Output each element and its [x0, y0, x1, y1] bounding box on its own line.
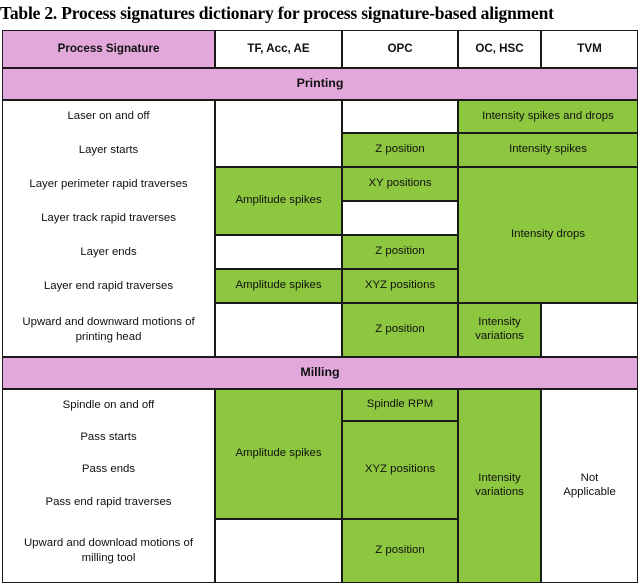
cell-printing-opc-z-position-layerends: Z position	[342, 235, 458, 269]
row-label-pass-end-rapid-traverses: Pass end rapid traverses	[45, 496, 172, 509]
cell-printing-tvm-empty-upward	[541, 303, 638, 357]
column-header-tvm: TVM	[541, 30, 638, 68]
cell-printing-tf-empty-upward	[215, 303, 342, 357]
row-label-upward-download-milling-tool: Upward and download motions of milling t…	[2, 519, 215, 583]
cell-text-line-1: Not	[580, 472, 599, 485]
printing-signature-label-column	[2, 100, 215, 357]
cell-milling-opc-xyz-positions: XYZ positions	[342, 421, 458, 519]
milling-signature-label-column	[2, 389, 215, 583]
section-banner-milling: Milling	[2, 357, 638, 389]
process-signatures-table: Process Signature TF, Acc, AE OPC OC, HS…	[2, 30, 638, 583]
cell-text-line-2: Applicable	[563, 486, 616, 498]
section-banner-printing: Printing	[2, 68, 638, 100]
cell-milling-tvm-not-applicable: Not Applicable	[541, 389, 638, 583]
cell-text-line-2: variations	[475, 330, 524, 342]
column-header-opc: OPC	[342, 30, 458, 68]
column-header-oc-hsc: OC, HSC	[458, 30, 541, 68]
cell-printing-intensity-drops: Intensity drops	[458, 167, 638, 303]
cell-printing-tf-empty-laser-layerstarts	[215, 100, 342, 167]
row-label-line-2: printing head	[75, 331, 142, 343]
cell-printing-intensity-spikes-and-drops: Intensity spikes and drops	[458, 100, 638, 133]
cell-printing-opc-xyz-positions: XYZ positions	[342, 269, 458, 303]
row-label-layer-track-rapid-traverses: Layer track rapid traverses	[41, 211, 176, 224]
cell-milling-tf-empty-upward	[215, 519, 342, 583]
row-label-pass-ends: Pass ends	[81, 463, 136, 476]
row-label-laser-on-and-off: Laser on and off	[67, 110, 150, 123]
cell-printing-tf-amplitude-spikes-2: Amplitude spikes	[215, 269, 342, 303]
cell-milling-opc-z-position: Z position	[342, 519, 458, 583]
cell-milling-opc-spindle-rpm: Spindle RPM	[342, 389, 458, 421]
cell-printing-ochsc-intensity-variations: Intensity variations	[458, 303, 541, 357]
cell-printing-intensity-spikes: Intensity spikes	[458, 133, 638, 167]
figure-caption: Table 2. Process signatures dictionary f…	[0, 3, 554, 23]
row-label-line-2: milling tool	[81, 552, 136, 564]
row-label-pass-starts: Pass starts	[80, 430, 137, 443]
cell-printing-opc-z-position-upward: Z position	[342, 303, 458, 357]
cell-printing-opc-xy-positions: XY positions	[342, 167, 458, 201]
row-label-spindle-on-and-off: Spindle on and off	[62, 398, 155, 411]
cell-text-line-2: variations	[475, 486, 524, 498]
row-label-line-1: Upward and downward motions of	[22, 316, 195, 329]
cell-milling-ochsc-intensity-variations: Intensity variations	[458, 389, 541, 583]
cell-printing-opc-empty-layer-track	[342, 201, 458, 235]
cell-printing-tf-empty-layer-ends	[215, 235, 342, 269]
cell-printing-opc-z-position-layerstarts: Z position	[342, 133, 458, 167]
row-label-layer-perimeter-rapid-traverses: Layer perimeter rapid traverses	[29, 177, 188, 190]
row-label-upward-downward-printing-head: Upward and downward motions of printing …	[2, 303, 215, 357]
row-label-layer-end-rapid-traverses: Layer end rapid traverses	[43, 279, 174, 292]
column-header-process-signature: Process Signature	[2, 30, 215, 68]
cell-printing-tf-amplitude-spikes-1: Amplitude spikes	[215, 167, 342, 235]
cell-text-line-1: Intensity	[478, 316, 521, 329]
column-header-tf-acc-ae: TF, Acc, AE	[215, 30, 342, 68]
cell-milling-tf-amplitude-spikes: Amplitude spikes	[215, 389, 342, 519]
row-label-line-1: Upward and download motions of	[23, 537, 194, 550]
row-label-layer-ends: Layer ends	[80, 245, 137, 258]
cell-printing-opc-empty-laser	[342, 100, 458, 133]
cell-text-line-1: Intensity	[478, 472, 521, 485]
row-label-layer-starts: Layer starts	[78, 143, 139, 156]
